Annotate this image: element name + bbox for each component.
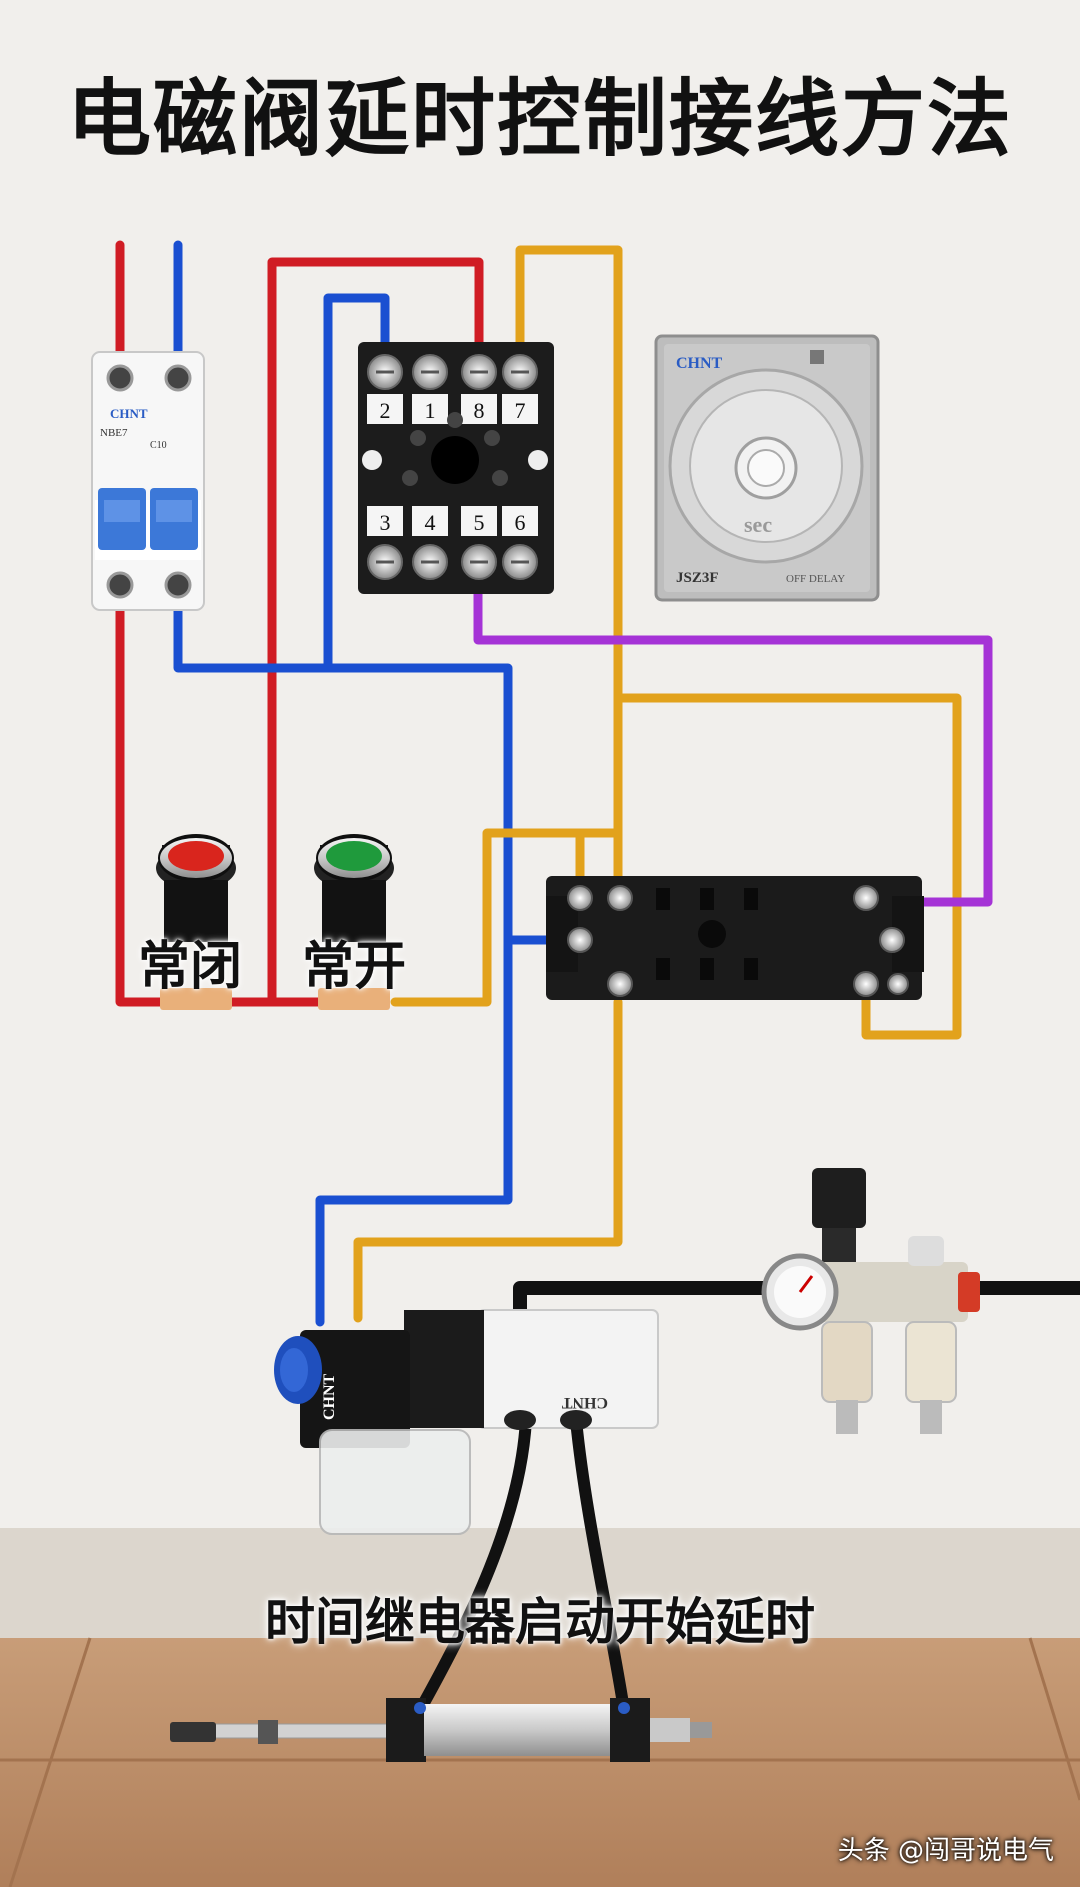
timer-brand: CHNT bbox=[676, 355, 723, 372]
valve-brand: CHNT bbox=[561, 1394, 608, 1411]
wire-signal-orange bbox=[353, 245, 962, 1323]
coil-brand: CHNT bbox=[321, 1373, 338, 1420]
timer-model: JSZ3F bbox=[676, 570, 719, 586]
breaker-model: NBE7 bbox=[100, 427, 128, 439]
socket-top-terminal-number: 7 bbox=[515, 398, 526, 423]
air-filter-regulator bbox=[761, 1168, 980, 1434]
socket-top-terminal-number: 1 bbox=[425, 398, 436, 423]
socket-bottom-terminal-number: 5 bbox=[474, 510, 485, 535]
no-button-label: 常开 bbox=[302, 937, 407, 997]
socket-bottom-label-plate-3 bbox=[367, 506, 403, 536]
timer-mode: OFF DELAY bbox=[786, 573, 845, 585]
push-button-nc-red bbox=[156, 834, 236, 1010]
socket-bottom-label-plate-6 bbox=[502, 506, 538, 536]
socket-bottom-label-plate-5 bbox=[461, 506, 497, 536]
floor bbox=[0, 1638, 1080, 1887]
solenoid-valve: CHNT CHNT bbox=[274, 1309, 659, 1535]
socket-bottom-terminal-number: 6 bbox=[515, 510, 526, 535]
breaker-brand: CHNT bbox=[110, 406, 148, 421]
watermark: 头条 @闯哥说电气 bbox=[837, 1836, 1054, 1866]
push-button-no-green bbox=[314, 834, 394, 1010]
socket-top-label-plate-2 bbox=[367, 394, 403, 424]
air-hose-left bbox=[414, 1414, 532, 1716]
circuit-breaker: CHNT NBE7 C10 bbox=[91, 351, 205, 611]
timer-dial-unit: sec bbox=[744, 512, 772, 537]
timer-socket: 2 1 8 7 3 4 5 6 bbox=[358, 342, 554, 594]
wire-timer-purple bbox=[473, 565, 993, 907]
air-hose-right bbox=[570, 1414, 630, 1716]
wire-neutral-blue bbox=[173, 240, 583, 1327]
nc-button-label: 常闭 bbox=[138, 937, 243, 997]
skirting-board bbox=[0, 1528, 1080, 1638]
socket-top-label-plate-7 bbox=[502, 394, 538, 424]
pneumatic-cylinder bbox=[170, 1698, 712, 1762]
floor-seams bbox=[0, 1637, 1080, 1887]
socket-bottom-terminal-number: 3 bbox=[380, 510, 391, 535]
intermediate-relay-socket bbox=[546, 876, 924, 1000]
socket-bottom-label-plate-4 bbox=[412, 506, 448, 536]
socket-top-label-plate-8 bbox=[461, 394, 497, 424]
socket-top-terminal-number: 2 bbox=[380, 398, 391, 423]
page-title: 电磁阀延时控制接线方法 bbox=[66, 70, 1013, 168]
caption: 时间继电器启动开始延时 bbox=[265, 1593, 815, 1651]
breaker-rating: C10 bbox=[150, 440, 167, 451]
socket-bottom-terminal-number: 4 bbox=[425, 510, 436, 535]
socket-top-terminal-number: 8 bbox=[474, 398, 485, 423]
time-relay-jsz3f: CHNT sec JSZ3F OFF DELAY bbox=[654, 334, 880, 602]
socket-top-label-plate-1 bbox=[412, 394, 448, 424]
